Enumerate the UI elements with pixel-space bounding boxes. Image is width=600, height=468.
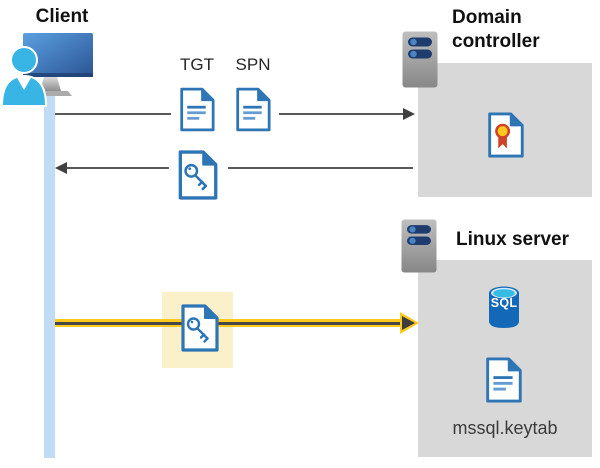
auth-request-arrowhead-icon: [403, 108, 415, 120]
sql-connection-arrow-line: [55, 322, 404, 325]
client-lifeline: [44, 92, 55, 458]
ticket-response-arrow-line: [66, 167, 413, 169]
monitor-stand: [40, 77, 61, 91]
sql-database-icon: [489, 286, 519, 328]
user-icon: [0, 74, 48, 107]
spn-ticket-icon: [234, 87, 271, 132]
client-label: Client: [35, 6, 89, 27]
keytab-filename-label: mssql.keytab: [452, 418, 558, 438]
certificate-icon: [485, 112, 525, 158]
ticket-response-arrowhead-icon: [55, 162, 67, 174]
sql-connection-arrowhead-icon: [402, 316, 415, 330]
client-workstation-icon: [0, 33, 93, 107]
monitor-icon: [23, 33, 93, 77]
linux-server-icon: [401, 219, 437, 273]
domain-controller-server-icon: [402, 31, 438, 88]
tgt-ticket-icon: [178, 87, 215, 132]
service-key-ticket-icon: [176, 150, 218, 200]
keytab-key-ticket-icon: [179, 304, 219, 352]
spn-label: SPN: [235, 55, 271, 74]
sql-label: SQL: [490, 296, 518, 310]
keytab-document-icon: [483, 357, 523, 403]
tgt-label: TGT: [180, 55, 214, 74]
domain-controller-label: Domain controller: [452, 7, 540, 52]
linux-server-label: Linux server: [456, 229, 569, 250]
